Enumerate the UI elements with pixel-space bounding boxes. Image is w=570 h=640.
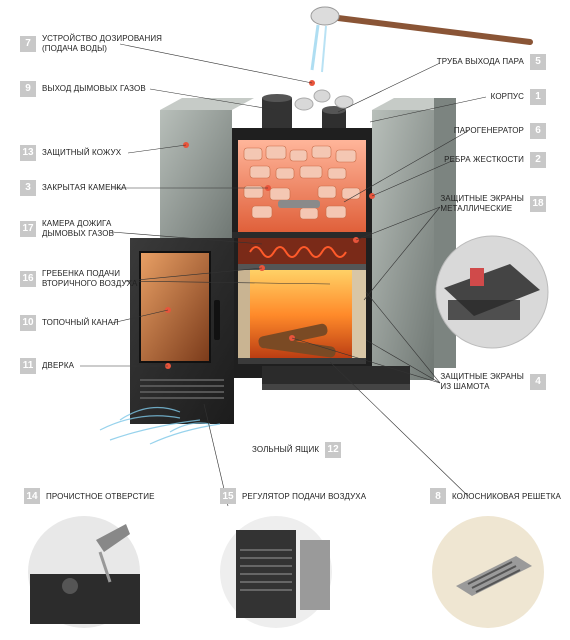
caption-grate: 8 КОЛОСНИКОВАЯ РЕШЕТКА (430, 488, 561, 504)
badge-10: 10 (20, 315, 36, 331)
caption-air-regulator: 15 РЕГУЛЯТОР ПОДАЧИ ВОЗДУХА (220, 488, 366, 504)
label-chamotte-screens-text: ЗАЩИТНЫЕ ЭКРАНЫ ИЗ ШАМОТА (440, 372, 524, 391)
badge-14: 14 (24, 488, 40, 504)
badge-15: 15 (220, 488, 236, 504)
label-steam-pipe-text: ТРУБА ВЫХОДА ПАРА (436, 57, 524, 66)
inset-grate (432, 516, 544, 628)
badge-17: 17 (20, 221, 36, 237)
badge-1: 1 (530, 89, 546, 105)
smoke-outlet-pipe (262, 98, 292, 132)
badge-12: 12 (325, 442, 342, 458)
badge-7: 7 (20, 36, 36, 52)
label-secondary-air-comb-text: ГРЕБЕНКА ПОДАЧИ ВТОРИЧНОГО ВОЗДУХА (42, 269, 138, 288)
label-protective-casing: 13 ЗАЩИТНЫЙ КОЖУХ (20, 145, 121, 161)
label-body-text: КОРПУС (490, 92, 524, 101)
grate (238, 358, 366, 364)
badge-8: 8 (430, 488, 446, 504)
label-dosing-device: 7 УСТРОЙСТВО ДОЗИРОВАНИЯ (ПОДАЧА ВОДЫ) (20, 34, 162, 54)
stone-cladding-left (160, 110, 232, 240)
label-secondary-air-comb: 16 ГРЕБЕНКА ПОДАЧИ ВТОРИЧНОГО ВОЗДУХА (20, 269, 137, 289)
badge-18: 18 (530, 196, 546, 212)
label-stiffening-ribs: РЕБРА ЖЕСТКОСТИ 2 (444, 152, 546, 168)
caption-cleaning-hole-text: ПРОЧИСТНОЕ ОТВЕРСТИЕ (46, 491, 155, 501)
label-protective-casing-text: ЗАЩИТНЫЙ КОЖУХ (42, 148, 122, 157)
label-door-text: ДВЕРКА (42, 361, 75, 370)
badge-9: 9 (20, 81, 36, 97)
label-fire-channel: 10 ТОПОЧНЫЙ КАНАЛ (20, 315, 119, 331)
afterburn-chamber (238, 238, 366, 266)
label-metal-screens: ЗАЩИТНЫЕ ЭКРАНЫ МЕТАЛЛИЧЕСКИЕ 18 (440, 194, 546, 214)
label-door: 11 ДВЕРКА (20, 358, 74, 374)
caption-cleaning-hole: 14 ПРОЧИСТНОЕ ОТВЕРСТИЕ (24, 488, 155, 504)
label-metal-screens-text: ЗАЩИТНЫЕ ЭКРАНЫ МЕТАЛЛИЧЕСКИЕ (440, 194, 524, 213)
badge-4: 4 (530, 374, 546, 390)
steam-generator (278, 200, 320, 208)
door-glass (139, 251, 211, 363)
caption-air-regulator-text: РЕГУЛЯТОР ПОДАЧИ ВОЗДУХА (242, 491, 367, 501)
label-smoke-outlet: 9 ВЫХОД ДЫМОВЫХ ГАЗОВ (20, 81, 146, 97)
caption-grate-text: КОЛОСНИКОВАЯ РЕШЕТКА (452, 491, 561, 501)
inset-air-regulator (220, 516, 332, 628)
ash-box (262, 366, 410, 388)
label-chamotte-screens: ЗАЩИТНЫЕ ЭКРАНЫ ИЗ ШАМОТА 4 (440, 372, 546, 392)
dosing-device-illustration (310, 6, 533, 73)
label-smoke-outlet-text: ВЫХОД ДЫМОВЫХ ГАЗОВ (42, 84, 146, 93)
label-stiffening-ribs-text: РЕБРА ЖЕСТКОСТИ (444, 155, 524, 164)
label-ash-box-text: ЗОЛЬНЫЙ ЯЩИК (252, 445, 320, 454)
badge-2: 2 (530, 152, 546, 168)
badge-16: 16 (20, 271, 36, 287)
label-afterburn-chamber-text: КАМЕРА ДОЖИГА ДЫМОВЫХ ГАЗОВ (42, 219, 115, 238)
label-closed-heater: 3 ЗАКРЫТАЯ КАМЕНКА (20, 180, 127, 196)
label-steam-generator-text: ПАРОГЕНЕРАТОР (453, 126, 524, 135)
badge-5: 5 (530, 54, 546, 70)
label-ash-box: ЗОЛЬНЫЙ ЯЩИК 12 (252, 442, 342, 458)
badge-11: 11 (20, 358, 36, 374)
badge-13: 13 (20, 145, 36, 161)
label-fire-channel-text: ТОПОЧНЫЙ КАНАЛ (42, 318, 119, 327)
inset-cleaning-hole (28, 516, 140, 628)
label-steam-generator: ПАРОГЕНЕРАТОР 6 (454, 123, 546, 139)
label-afterburn-chamber: 17 КАМЕРА ДОЖИГА ДЫМОВЫХ ГАЗОВ (20, 219, 114, 239)
stone-cladding-right (372, 110, 434, 380)
label-dosing-device-text: УСТРОЙСТВО ДОЗИРОВАНИЯ (ПОДАЧА ВОДЫ) (42, 34, 163, 53)
label-body: КОРПУС 1 (491, 89, 546, 105)
label-closed-heater-text: ЗАКРЫТАЯ КАМЕНКА (42, 183, 127, 192)
badge-3: 3 (20, 180, 36, 196)
badge-6: 6 (530, 123, 546, 139)
inset-metal-screen (435, 235, 549, 349)
label-steam-pipe: ТРУБА ВЫХОДА ПАРА 5 (437, 54, 546, 70)
